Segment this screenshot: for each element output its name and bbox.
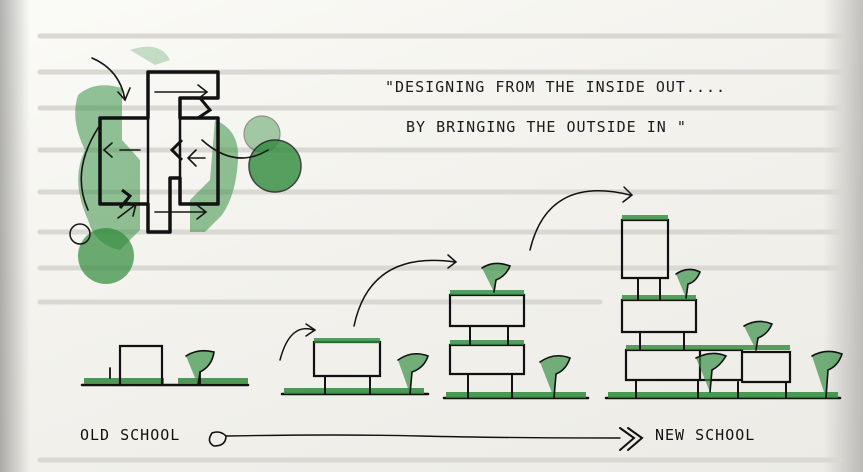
new-school-label: NEW SCHOOL (655, 426, 756, 444)
old-school-section (80, 344, 250, 387)
quote-line-1: "DESIGNING FROM THE INSIDE OUT.... (385, 78, 727, 96)
transition-section-1 (279, 254, 458, 396)
old-to-new-arrow (208, 427, 644, 451)
page-shadow-left (0, 0, 30, 472)
plan-sketch (69, 46, 302, 284)
new-school-section (604, 215, 844, 400)
quote-line-2: BY BRINGING THE OUTSIDE IN " (406, 118, 687, 136)
section-sketches (80, 186, 844, 451)
old-school-label: OLD SCHOOL (80, 426, 181, 444)
transition-section-2 (442, 186, 634, 400)
